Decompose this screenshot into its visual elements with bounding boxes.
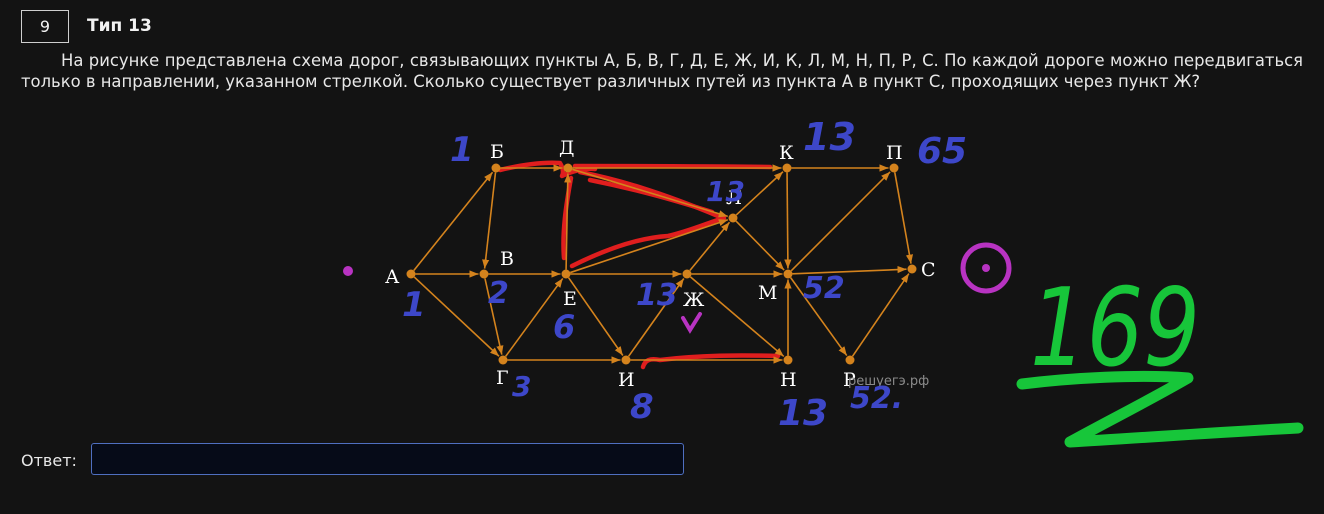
node-k [782,163,792,173]
magenta-circle-s [960,242,1012,294]
handwritten-counts: 1 1 2 6 3 8 13 13 13 65 52 13 52. [402,115,967,434]
edge-d-l [572,168,728,218]
node-l [728,213,738,223]
node-b [491,163,501,173]
node-label-v: В [500,248,514,270]
node-d [563,163,573,173]
count-m: 52 [803,271,845,306]
graph-edges [413,164,914,364]
edge-m-p [790,171,891,272]
magenta-dot-s [982,264,990,272]
red-stroke-d-k [572,163,773,170]
count-p: 65 [917,131,967,172]
node-label-n: Н [780,369,797,391]
edge-m-s [792,265,907,275]
edge-zh-n [689,276,785,358]
node-zh [682,269,692,279]
count-e: 6 [553,308,575,346]
edge-e-d [564,173,572,270]
task-number: 9 [21,10,69,43]
edge-r-s [851,273,910,357]
task-text: На рисунке представлена схема дорог, свя… [21,51,1303,91]
edge-i-zh [627,278,685,357]
node-m [783,269,793,279]
node-label-a: А [385,266,400,288]
count-g: 3 [512,370,531,403]
answer-label: Ответ: [21,451,77,470]
count-a: 1 [402,285,426,325]
node-label-e: Е [563,288,577,310]
node-g [498,355,508,365]
count-l: 13 [706,175,745,208]
edge-m-r [789,277,848,357]
node-v [479,269,489,279]
node-label-i: И [618,369,635,391]
node-label-g: Г [496,367,509,389]
node-label-l: Л [726,187,742,209]
count-b: 1 [450,130,474,170]
handwritten-answer: 169 [1016,266,1304,448]
node-e [561,269,571,279]
count-v: 2 [488,276,509,311]
edge-e-l [570,218,729,274]
answer-z-stroke [1016,370,1304,448]
magenta-marks [343,242,1012,334]
node-label-s: С [921,259,936,281]
count-zh: 13 [636,278,678,313]
node-label-k: К [779,142,794,164]
edge-a-g [413,276,500,357]
node-label-m: М [758,282,777,304]
red-stroke-d-l-2 [587,177,715,215]
node-p [889,163,899,173]
edge-l-m [735,220,785,271]
answer-input[interactable] [91,443,684,475]
edge-k-m [784,172,792,269]
node-n [783,355,793,365]
node-a [406,269,416,279]
node-label-zh: Ж [683,289,705,311]
magenta-checkmark-zh [681,312,702,334]
count-i: 8 [630,387,654,427]
edge-p-s [894,172,914,264]
edge-b-v [482,172,497,269]
node-label-p: П [886,142,903,164]
edge-a-b [413,171,494,271]
node-i [621,355,631,365]
red-stroke-e-d [561,175,574,261]
red-stroke-e-l [569,215,727,269]
watermark: решуегэ.рф [848,374,929,389]
count-r: 52. [850,381,903,416]
magenta-dot-a [343,266,353,276]
node-label-b: Б [490,141,504,163]
edge-v-g [484,278,504,355]
red-stroke-i-n [640,353,781,370]
count-k: 13 [803,115,856,159]
edge-e-i [567,277,624,356]
node-r [845,355,855,365]
node-label-r: Р [843,369,856,391]
graph-labels: А Б В Г Д Е Ж И К Л М Н П Р С [385,137,936,391]
edge-g-e [505,277,564,357]
edge-l-k [735,171,784,216]
count-n: 13 [778,393,828,434]
node-s [907,264,917,274]
graph-nodes [406,163,917,365]
task-type-title: Тип 13 [87,16,152,36]
node-label-d: Д [559,137,574,159]
edge-zh-l [689,221,731,272]
answer-number-handwritten: 169 [1030,266,1200,391]
